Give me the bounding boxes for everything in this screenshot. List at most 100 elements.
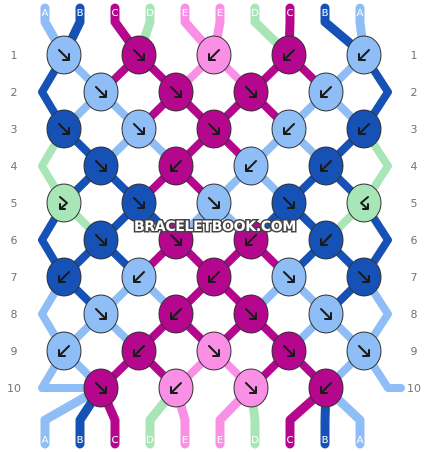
left-arrow-icon (320, 86, 332, 98)
knot[interactable] (308, 146, 344, 186)
row-number-right: 2 (411, 86, 418, 99)
top-string-label: B (322, 8, 329, 19)
watermark: BRACELETBOOK.COM (134, 219, 296, 235)
knot[interactable] (308, 368, 344, 408)
knot[interactable] (46, 183, 82, 223)
knot[interactable] (83, 294, 119, 334)
knot[interactable] (83, 146, 119, 186)
knot[interactable] (346, 35, 382, 75)
right-arrow-icon (283, 271, 295, 283)
knot[interactable] (271, 257, 307, 297)
knot[interactable] (233, 72, 269, 112)
knot[interactable] (83, 368, 119, 408)
bottom-string-label: B (77, 435, 84, 446)
row-number-right: 3 (411, 123, 418, 136)
row-number-left: 1 (11, 49, 18, 62)
bottom-string-label: A (42, 435, 49, 446)
right-arrow-icon (95, 234, 107, 246)
knot[interactable] (271, 183, 307, 223)
right-arrow-icon (245, 382, 257, 394)
knot[interactable] (46, 331, 82, 371)
left-arrow-icon (283, 49, 295, 61)
row-number-left: 2 (11, 86, 18, 99)
top-string-label: A (42, 8, 49, 19)
knot[interactable] (46, 257, 82, 297)
knot[interactable] (271, 331, 307, 371)
knot[interactable] (158, 72, 194, 112)
top-string-label: B (77, 8, 84, 19)
bottom-string-label: A (357, 435, 364, 446)
top-string-label: E (217, 8, 223, 19)
right-arrow-icon (58, 123, 70, 135)
left-arrow-icon (283, 123, 295, 135)
knot[interactable] (308, 294, 344, 334)
row-number-right: 1 (411, 49, 418, 62)
knot[interactable] (158, 294, 194, 334)
knot[interactable] (121, 109, 157, 149)
knot[interactable] (308, 72, 344, 112)
left-arrow-icon (320, 382, 332, 394)
knot[interactable] (233, 368, 269, 408)
row-number-left: 4 (11, 160, 18, 173)
knot[interactable] (196, 331, 232, 371)
knot-shape[interactable] (46, 183, 82, 223)
knot[interactable] (46, 109, 82, 149)
knot[interactable] (233, 220, 269, 260)
right-arrow-icon (320, 308, 332, 320)
row-number-right: 7 (411, 271, 418, 284)
knot[interactable] (121, 183, 157, 223)
left-arrow-icon (58, 271, 70, 283)
knot[interactable] (196, 109, 232, 149)
row-number-left: 5 (11, 197, 18, 210)
left-arrow-icon (320, 160, 332, 172)
row-number-left: 10 (7, 382, 21, 395)
knot[interactable] (83, 220, 119, 260)
knot[interactable] (308, 220, 344, 260)
right-arrow-icon (95, 160, 107, 172)
knot[interactable] (158, 368, 194, 408)
bottom-string-label: E (217, 435, 223, 446)
knot[interactable] (46, 35, 82, 75)
right-arrow-icon (133, 197, 145, 209)
knot[interactable] (271, 109, 307, 149)
left-arrow-icon (358, 123, 370, 135)
knot[interactable] (196, 35, 232, 75)
knot[interactable] (346, 109, 382, 149)
knot[interactable] (196, 183, 232, 223)
knot[interactable] (233, 294, 269, 334)
right-arrow-icon (245, 308, 257, 320)
left-arrow-icon (358, 49, 370, 61)
left-arrow-icon (208, 271, 220, 283)
knot-shape[interactable] (346, 183, 382, 223)
knot[interactable] (346, 331, 382, 371)
right-arrow-icon (208, 345, 220, 357)
row-number-right: 10 (407, 382, 421, 395)
right-arrow-icon (283, 197, 295, 209)
right-arrow-icon (245, 86, 257, 98)
knot[interactable] (346, 257, 382, 297)
left-arrow-icon (245, 234, 257, 246)
left-arrow-icon (245, 160, 257, 172)
knot[interactable] (158, 220, 194, 260)
top-string-label: D (146, 8, 154, 19)
top-string-label: C (287, 8, 294, 19)
knot[interactable] (196, 257, 232, 297)
knot[interactable] (346, 183, 382, 223)
right-arrow-icon (208, 197, 220, 209)
bottom-string-label: E (182, 435, 188, 446)
knot[interactable] (121, 331, 157, 371)
backward-forward-icon (360, 196, 369, 210)
knot[interactable] (233, 146, 269, 186)
row-number-right: 5 (411, 197, 418, 210)
knot[interactable] (158, 146, 194, 186)
bottom-string-label: B (322, 435, 329, 446)
bottom-string-label: D (146, 435, 154, 446)
row-number-right: 9 (411, 345, 418, 358)
knot[interactable] (83, 72, 119, 112)
knot-layer (46, 35, 382, 408)
knot[interactable] (121, 35, 157, 75)
knot[interactable] (121, 257, 157, 297)
knot[interactable] (271, 35, 307, 75)
left-arrow-icon (133, 271, 145, 283)
